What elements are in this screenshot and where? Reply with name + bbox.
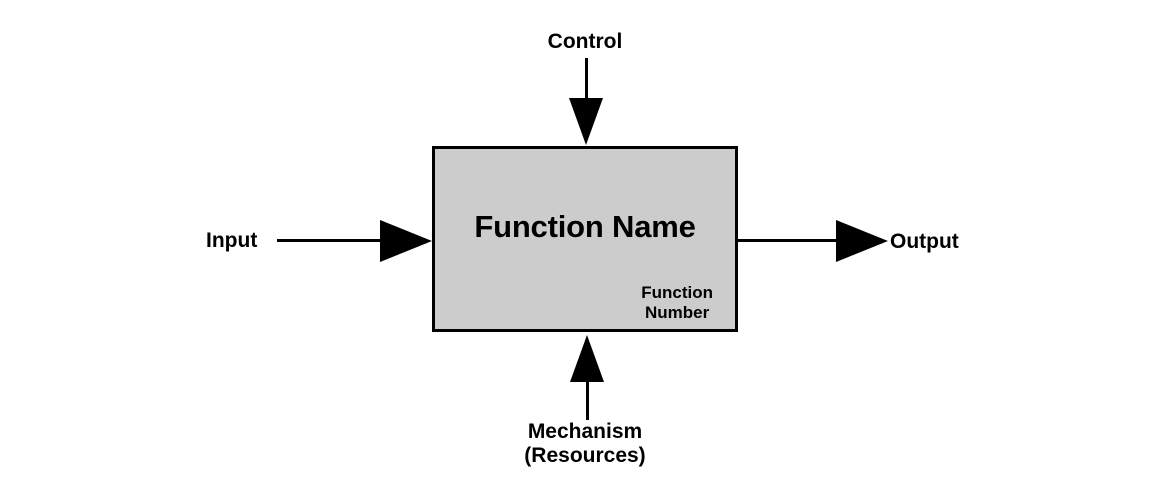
function-box[interactable]: Function Name Function Number <box>432 146 738 332</box>
input-arrowhead-right-icon <box>380 220 432 262</box>
output-arrow-label: Output <box>890 230 959 253</box>
output-arrowhead-right-icon <box>836 220 888 262</box>
function-name-label: Function Name <box>474 209 696 244</box>
input-arrow-label: Input <box>206 229 258 252</box>
control-arrowhead-down-icon <box>569 98 603 145</box>
function-number-line-2: Number <box>645 303 710 323</box>
mechanism-arrowhead-up-icon <box>570 335 604 382</box>
output-arrow-line <box>736 239 838 242</box>
mechanism-label-line-2: (Resources) <box>524 444 646 468</box>
control-arrow-label: Control <box>547 30 623 53</box>
mechanism-label-line-1: Mechanism <box>527 420 643 443</box>
mechanism-arrow-line <box>586 380 589 420</box>
input-arrow-line <box>277 239 383 242</box>
function-number-label: Function Number <box>641 283 713 323</box>
control-arrow-line <box>585 58 588 102</box>
function-number-line-1: Function <box>641 283 713 302</box>
mechanism-arrow-label: Mechanism (Resources) <box>0 420 1171 469</box>
